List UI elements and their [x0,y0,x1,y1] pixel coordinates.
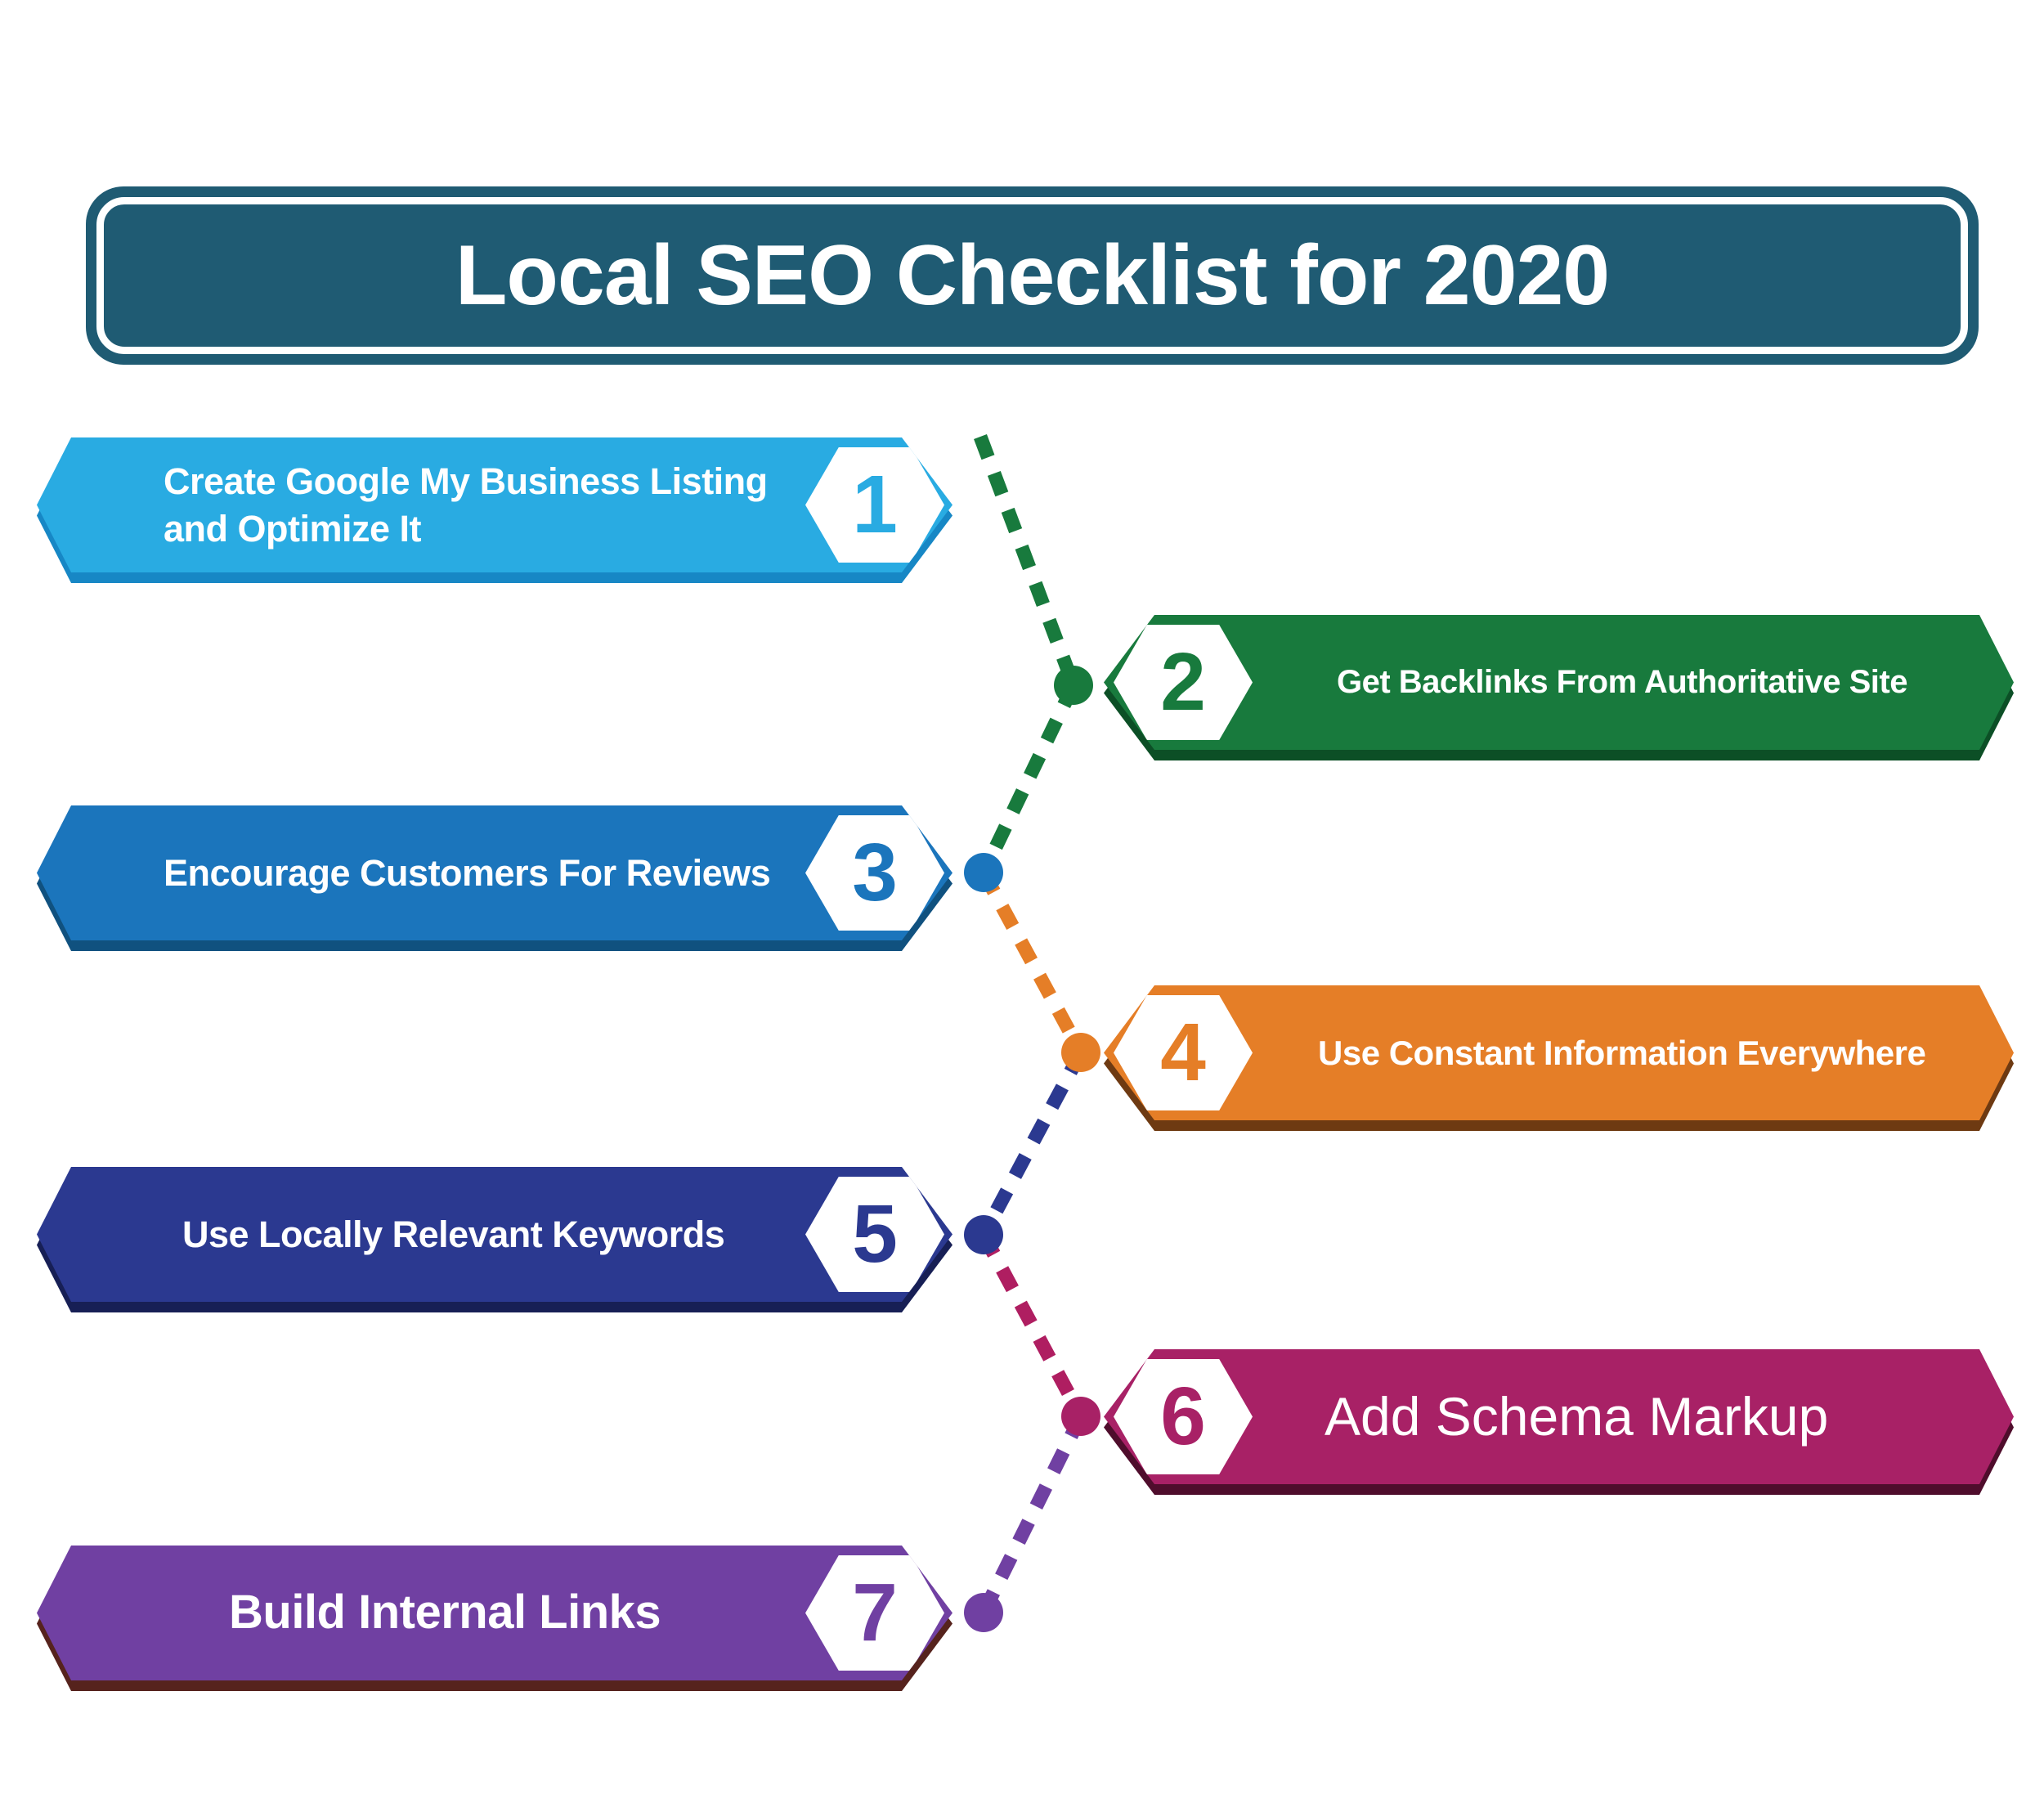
connector-segment-5 [977,1231,1087,1420]
step-number-7: 7 [852,1567,898,1658]
step-banner-5-shape: Use Locally Relevant Keywords 5 [37,1167,953,1302]
step-label-4: Use Constant Information Everywhere [1318,1033,1926,1072]
step-banner-2: Get Backlinks From Authoritative Site 2 [1104,615,2014,750]
step-banner-7-shape: Build Internal Links 7 [37,1546,953,1680]
step-number-hexagon-3: 3 [805,815,944,931]
step-label-1: Create Google My Business Listing and Op… [164,460,768,550]
connector-dot-step-4 [1061,1033,1100,1072]
connector-dot-step-7 [964,1593,1003,1632]
step-banner-4-shape: Use Constant Information Everywhere 4 [1104,985,2014,1120]
connector-dot-step-6 [1061,1397,1100,1436]
step-number-1: 1 [852,459,898,550]
step-number-2: 2 [1160,636,1206,728]
connector-segment-4 [977,1048,1087,1239]
connector-segment-1 [974,434,1080,688]
step-banner-3-shape: Encourage Customers For Reviews 3 [37,805,953,940]
step-label-2: Get Backlinks From Authoritative Site [1337,663,1907,700]
step-number-6: 6 [1160,1371,1206,1462]
step-banner-7: Build Internal Links 7 [37,1546,953,1680]
step-label-3: Encourage Customers For Reviews [164,851,771,894]
step-number-hexagon-1: 1 [805,447,944,563]
step-banner-6: Add Schema Markup 6 [1104,1349,2014,1484]
connector-dot-step-5 [964,1215,1003,1254]
step-label-6: Add Schema Markup [1325,1386,1829,1447]
step-number-hexagon-7: 7 [805,1555,944,1671]
step-label-7: Build Internal Links [229,1586,661,1640]
step-banner-2-shape: Get Backlinks From Authoritative Site 2 [1104,615,2014,750]
step-banner-1-shape: Create Google My Business Listing and Op… [37,437,953,572]
step-number-hexagon-4: 4 [1114,995,1253,1110]
connector-segment-2 [977,682,1080,876]
step-label-5: Use Locally Relevant Keywords [182,1213,725,1255]
connector-segment-3 [977,868,1087,1057]
step-number-hexagon-5: 5 [805,1177,944,1292]
step-number-4: 4 [1160,1007,1206,1098]
title-inner-frame: Local SEO Checklist for 2020 [96,197,1968,354]
connector-dot-step-2 [1054,666,1093,705]
step-number-5: 5 [852,1188,898,1280]
step-banner-4: Use Constant Information Everywhere 4 [1104,985,2014,1120]
step-banner-6-shape: Add Schema Markup 6 [1104,1349,2014,1484]
step-banner-5: Use Locally Relevant Keywords 5 [37,1167,953,1302]
connector-dot-step-3 [964,853,1003,892]
title-banner: Local SEO Checklist for 2020 [86,186,1979,365]
connector-segment-6 [977,1413,1087,1616]
step-number-hexagon-2: 2 [1114,625,1253,740]
step-banner-3: Encourage Customers For Reviews 3 [37,805,953,940]
step-banner-1: Create Google My Business Listing and Op… [37,437,953,572]
page-title: Local SEO Checklist for 2020 [455,227,1610,323]
step-number-hexagon-6: 6 [1114,1359,1253,1474]
step-number-3: 3 [852,827,898,918]
